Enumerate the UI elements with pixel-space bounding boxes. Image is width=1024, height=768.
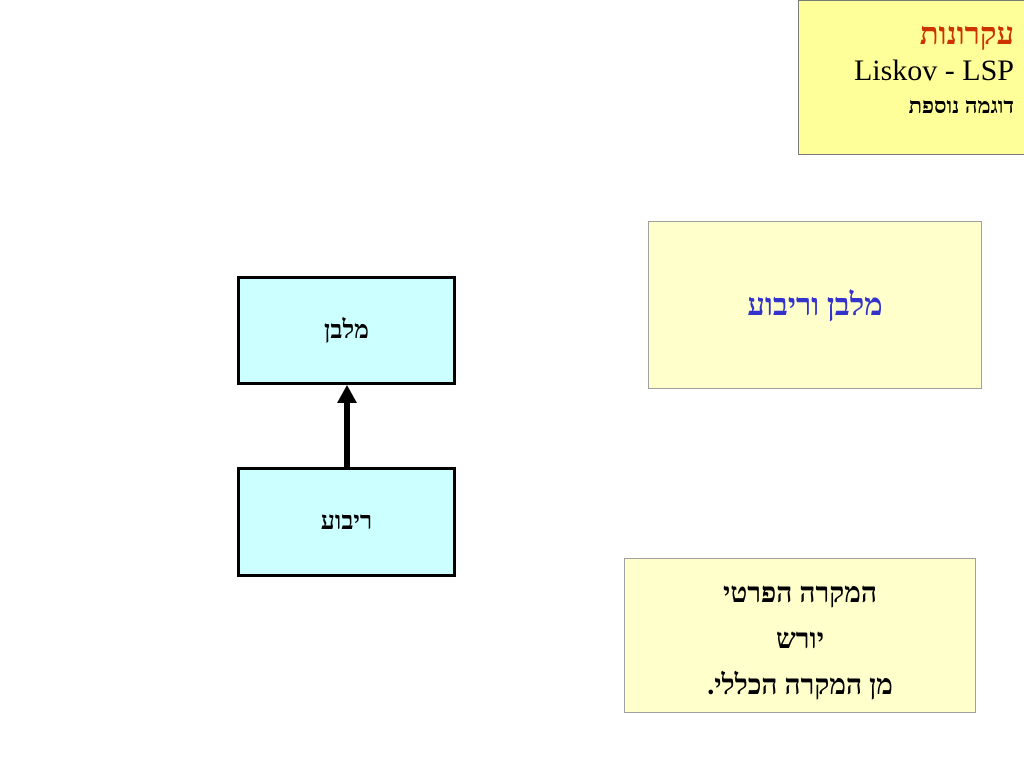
- parent-class-label: מלבן: [324, 316, 369, 344]
- slide-title-box: עקרונות Liskov - LSP דוגמה נוספת: [798, 0, 1024, 155]
- note-box: המקרה הפרטי יורש מן המקרה הכללי.: [624, 558, 976, 713]
- slide-title: עקרונות: [919, 16, 1014, 51]
- slide-title-note: דוגמה נוספת: [908, 93, 1014, 118]
- topic-box: מלבן וריבוע: [648, 221, 982, 389]
- arrow-head: [337, 385, 357, 403]
- child-class-box: ריבוע: [237, 467, 456, 577]
- topic-label: מלבן וריבוע: [747, 287, 883, 322]
- note-line-3: מן המקרה הכללי.: [707, 670, 893, 701]
- child-class-label: ריבוע: [320, 508, 373, 535]
- slide-subtitle: Liskov - LSP: [853, 54, 1014, 87]
- parent-class-box: מלבן: [237, 276, 456, 385]
- note-line-1: המקרה הפרטי: [723, 578, 877, 609]
- note-line-2: יורש: [775, 624, 825, 655]
